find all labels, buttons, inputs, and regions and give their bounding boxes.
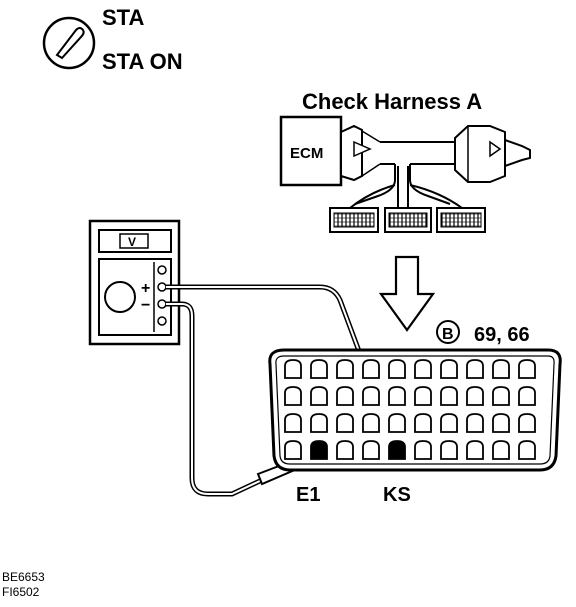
- meter-plus-label: +: [141, 280, 150, 297]
- harness-plug-right: [436, 207, 486, 233]
- ignition-key-icon: [42, 16, 96, 70]
- harness-plug-middle: [384, 207, 432, 233]
- connector-pin-grid: [284, 359, 536, 460]
- connector-pin: [440, 413, 458, 433]
- pin-e1: [310, 440, 328, 460]
- meter-jack-1: [157, 265, 167, 275]
- connector-pin: [388, 413, 406, 433]
- meter-jack-minus: [157, 299, 167, 309]
- connector-pin: [440, 440, 458, 460]
- connector-pin: [414, 413, 432, 433]
- harness-cable: [349, 141, 463, 212]
- connector-b-body: [268, 348, 562, 472]
- connector-pin: [336, 440, 354, 460]
- connector-pin: [336, 359, 354, 379]
- connector-pin: [362, 440, 380, 460]
- connector-pin: [414, 386, 432, 406]
- connector-pin: [466, 413, 484, 433]
- connector-pin: [284, 386, 302, 406]
- connector-pin: [336, 386, 354, 406]
- connector-pin: [310, 413, 328, 433]
- ignition-sta-label: STA: [102, 5, 144, 30]
- connector-pin: [518, 413, 536, 433]
- connector-pin: [336, 413, 354, 433]
- connector-pin: [284, 359, 302, 379]
- connector-b-badge: B: [436, 320, 460, 344]
- connector-pin: [492, 359, 510, 379]
- meter-minus-label: −: [141, 297, 150, 314]
- connector-pin: [362, 386, 380, 406]
- connector-pin: [518, 359, 536, 379]
- connector-pin: [466, 386, 484, 406]
- harness-vehicle-connector: [454, 125, 531, 183]
- ignition-sta-on-label: STA ON: [102, 49, 183, 74]
- connector-pin: [440, 359, 458, 379]
- connector-numbers: 69, 66: [474, 324, 530, 346]
- pin-ks: [388, 440, 406, 460]
- test-lead-positive: [166, 284, 395, 445]
- meter-dial-icon: [104, 281, 136, 313]
- connector-pin: [388, 359, 406, 379]
- connector-pin: [310, 359, 328, 379]
- ecm-unit: ECM: [279, 115, 343, 187]
- down-arrow-icon: [378, 255, 436, 332]
- connector-pin: [518, 386, 536, 406]
- connector-pin: [362, 413, 380, 433]
- connector-pin: [414, 359, 432, 379]
- ecm-connector: [340, 124, 381, 182]
- voltmeter: V + −: [88, 219, 181, 346]
- connector-pin: [492, 386, 510, 406]
- figure-code-2: FI6502: [2, 585, 40, 599]
- connector-pin: [362, 359, 380, 379]
- harness-title: Check Harness A: [302, 89, 482, 114]
- connector-pin: [388, 386, 406, 406]
- connector-pin: [466, 359, 484, 379]
- connector-pin: [518, 440, 536, 460]
- connector-pin: [310, 386, 328, 406]
- figure-code-1: BE6653: [2, 570, 45, 584]
- connector-pin: [492, 440, 510, 460]
- meter-jack-4: [157, 316, 167, 326]
- harness-plug-left: [329, 207, 379, 233]
- meter-mode-label: V: [128, 235, 136, 249]
- ecm-label: ECM: [290, 145, 323, 162]
- connector-pin: [284, 440, 302, 460]
- connector-pin: [466, 440, 484, 460]
- terminal-ks-label: KS: [383, 484, 411, 506]
- connector-pin: [492, 413, 510, 433]
- connector-pin: [414, 440, 432, 460]
- connector-pin: [284, 413, 302, 433]
- connector-pin: [440, 386, 458, 406]
- connector-badge-letter: B: [442, 326, 454, 343]
- terminal-e1-label: E1: [296, 484, 320, 506]
- meter-jack-plus: [157, 282, 167, 292]
